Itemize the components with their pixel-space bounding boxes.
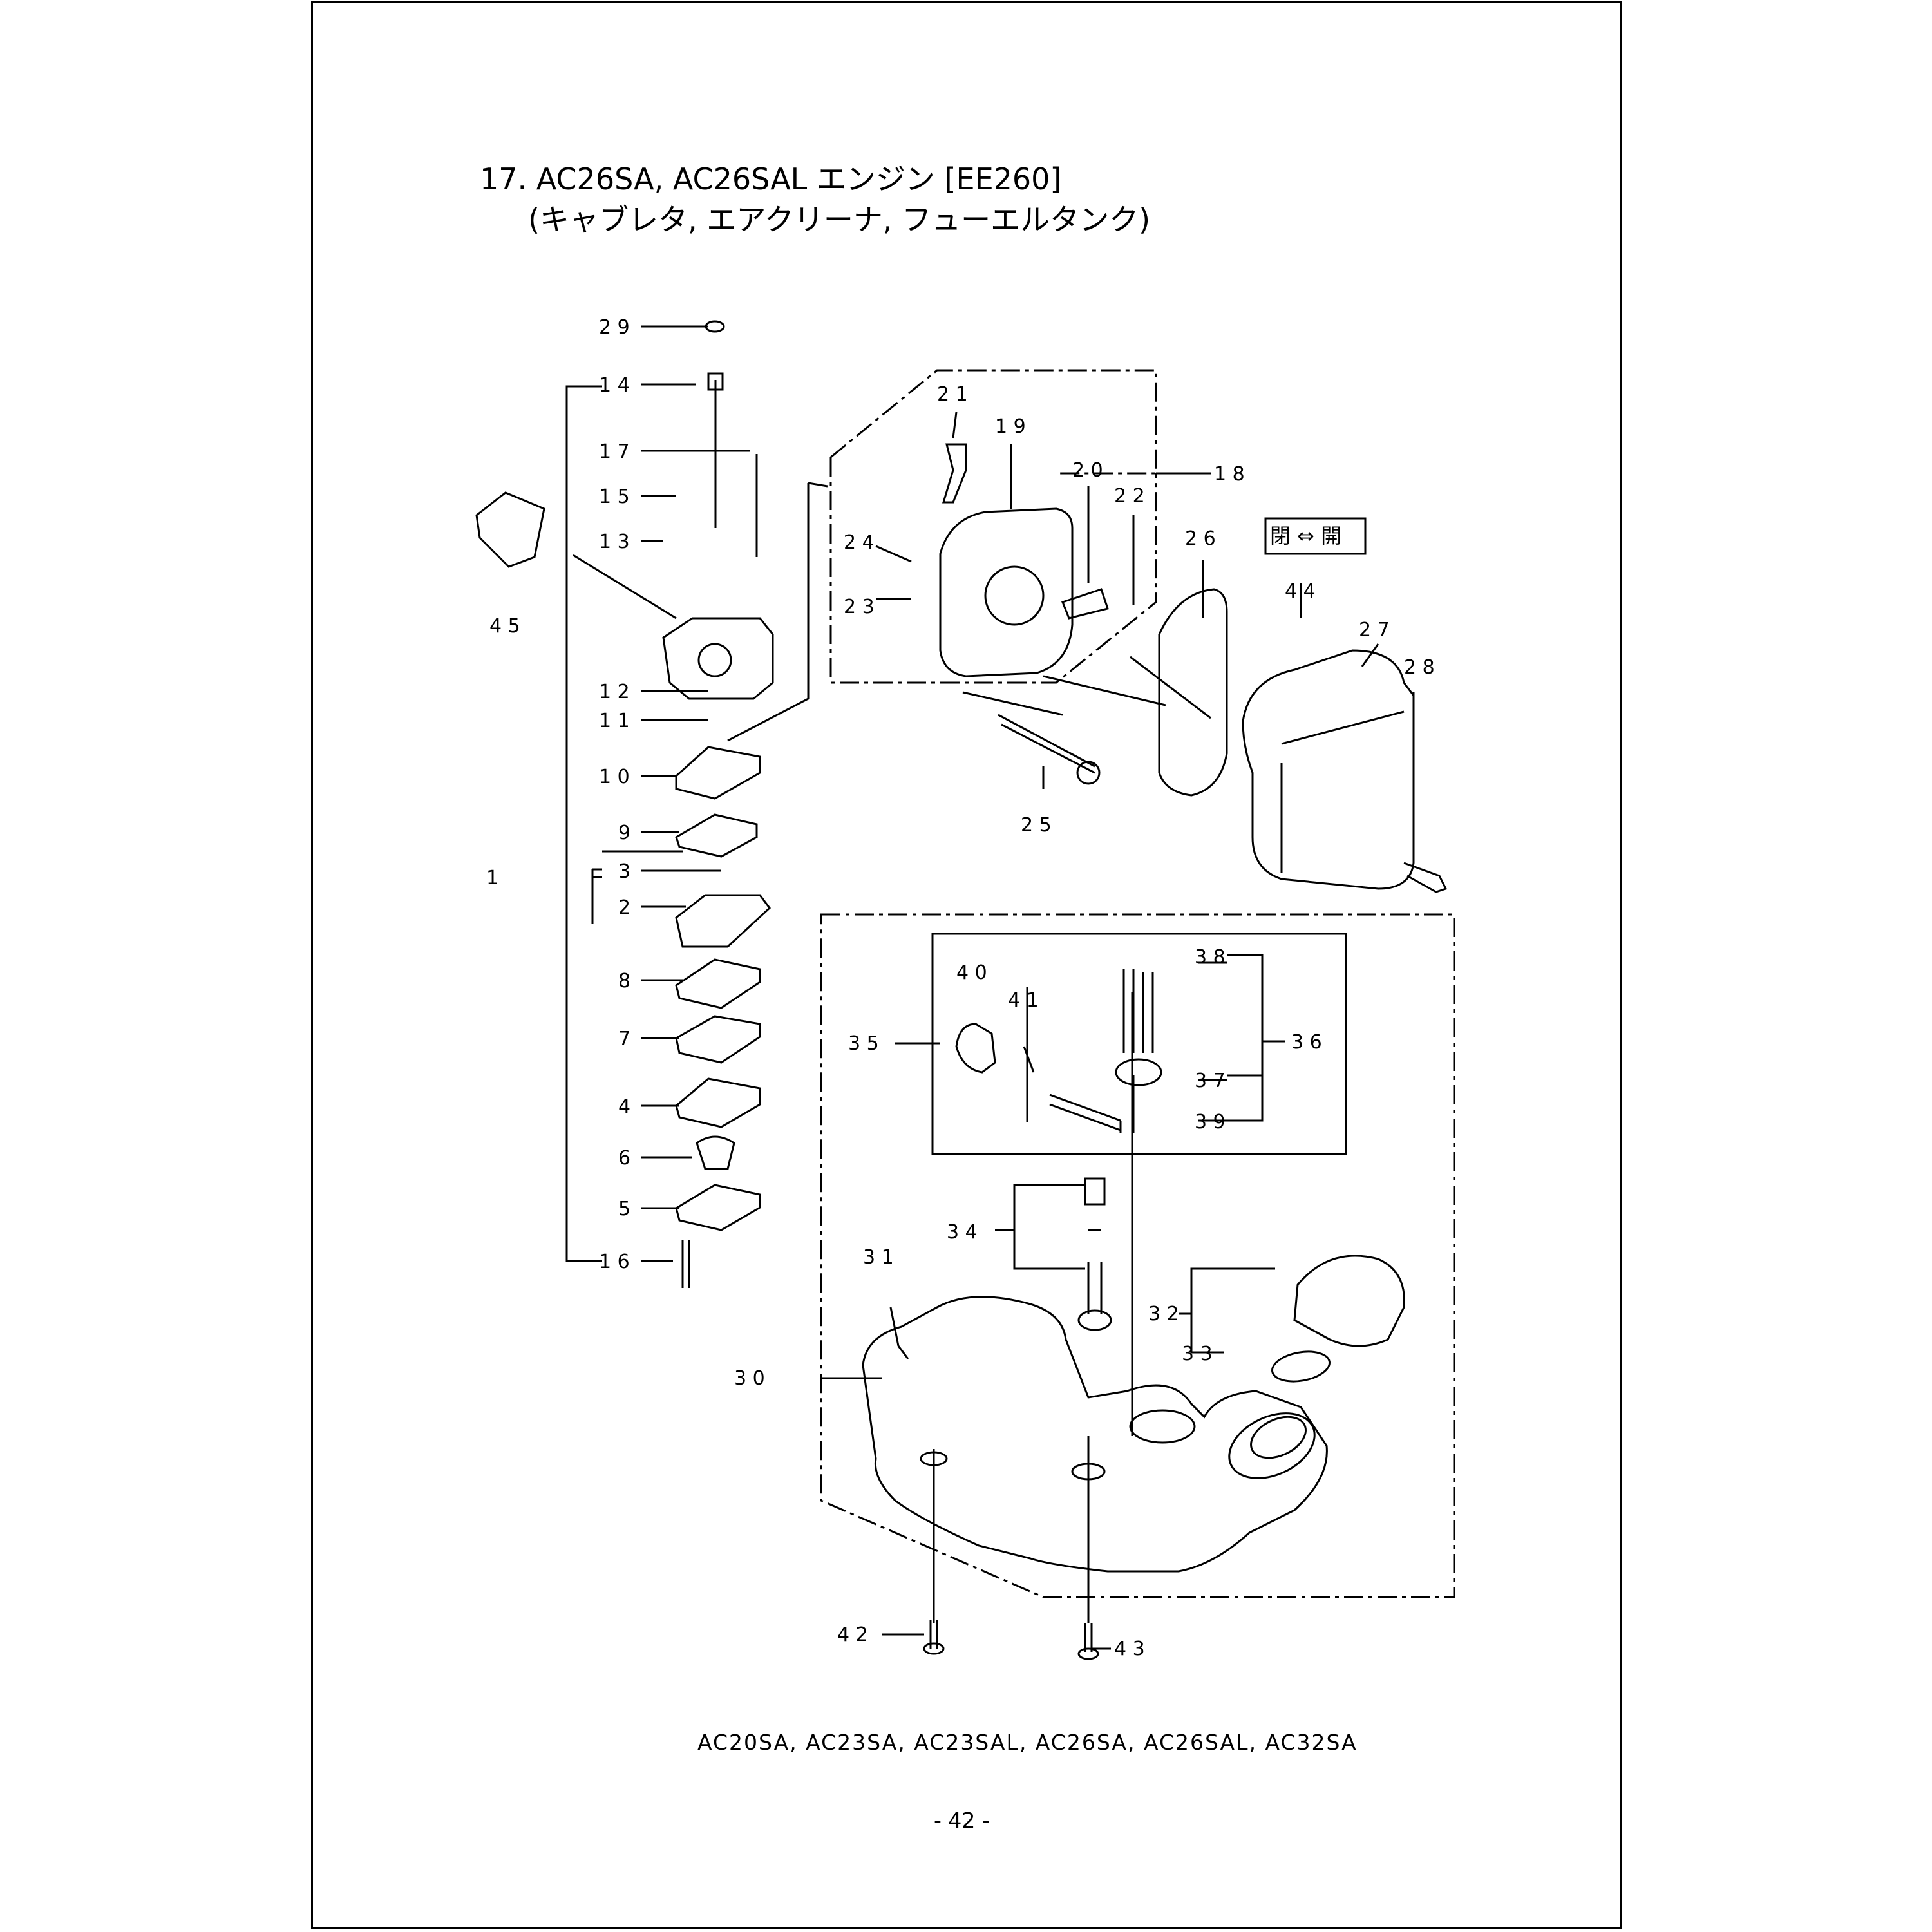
part-label-30: 3 0: [734, 1367, 765, 1390]
page-subtitle: (キャブレタ, エアクリーナ, フューエルタンク): [528, 202, 1151, 237]
page-number: - 42 -: [934, 1808, 990, 1833]
part-label-20: 2 0: [1072, 459, 1103, 482]
part-label-34: 3 4: [947, 1221, 978, 1244]
part-label-24: 2 4: [844, 531, 875, 554]
part-label-39: 3 9: [1195, 1111, 1226, 1133]
part-label-23: 2 3: [844, 596, 875, 618]
part-label-15: 1 5: [599, 486, 630, 508]
part-label-28: 2 8: [1404, 656, 1435, 679]
part-label-26: 2 6: [1185, 527, 1216, 550]
page-title: 17. AC26SA, AC26SAL エンジン [EE260]: [480, 162, 1062, 196]
part-label-31: 3 1: [863, 1246, 894, 1269]
part-label-8: 8: [618, 970, 630, 992]
part-label-14: 1 4: [599, 374, 630, 397]
part-label-2: 2: [618, 896, 630, 919]
part-label-13: 1 3: [599, 531, 630, 553]
page-frame: [311, 1, 1622, 1929]
part-label-5: 5: [618, 1198, 630, 1220]
part-label-41: 4 1: [1008, 989, 1039, 1012]
part-label-27: 2 7: [1359, 619, 1390, 641]
part-label-19: 1 9: [995, 415, 1026, 438]
part-label-33: 3 3: [1182, 1343, 1213, 1365]
part-label-45: 4 5: [489, 615, 520, 638]
part-label-35: 3 5: [848, 1032, 879, 1055]
part-label-36: 3 6: [1291, 1031, 1322, 1054]
part-label-25: 2 5: [1021, 814, 1052, 837]
part-label-17: 1 7: [599, 440, 630, 463]
part-label-22: 2 2: [1114, 485, 1145, 507]
part-label-44: 4 4: [1285, 580, 1316, 603]
model-list: AC20SA, AC23SA, AC23SAL, AC26SA, AC26SAL…: [697, 1730, 1358, 1755]
part-label-11: 1 1: [599, 710, 630, 732]
part-label-43: 4 3: [1114, 1638, 1145, 1660]
part-label-40: 4 0: [956, 961, 987, 984]
part-label-6: 6: [618, 1147, 630, 1170]
part-label-1: 1: [486, 867, 498, 889]
part-label-38: 3 8: [1195, 946, 1226, 969]
part-label-3: 3: [618, 860, 630, 883]
part-label-21: 2 1: [937, 383, 968, 406]
part-label-37: 3 7: [1195, 1070, 1226, 1092]
part-label-16: 1 6: [599, 1251, 630, 1273]
part-label-29: 2 9: [599, 316, 630, 339]
part-label-10: 1 0: [599, 766, 630, 788]
part-label-32: 3 2: [1148, 1303, 1179, 1325]
part-label-4: 4: [618, 1095, 630, 1118]
choke-indicator-label: 閉 ⇔ 開: [1270, 524, 1341, 548]
part-label-18: 1 8: [1214, 463, 1245, 486]
part-label-7: 7: [618, 1028, 630, 1050]
part-label-12: 1 2: [599, 681, 630, 703]
part-label-42: 4 2: [837, 1624, 868, 1646]
part-label-9: 9: [618, 822, 630, 844]
